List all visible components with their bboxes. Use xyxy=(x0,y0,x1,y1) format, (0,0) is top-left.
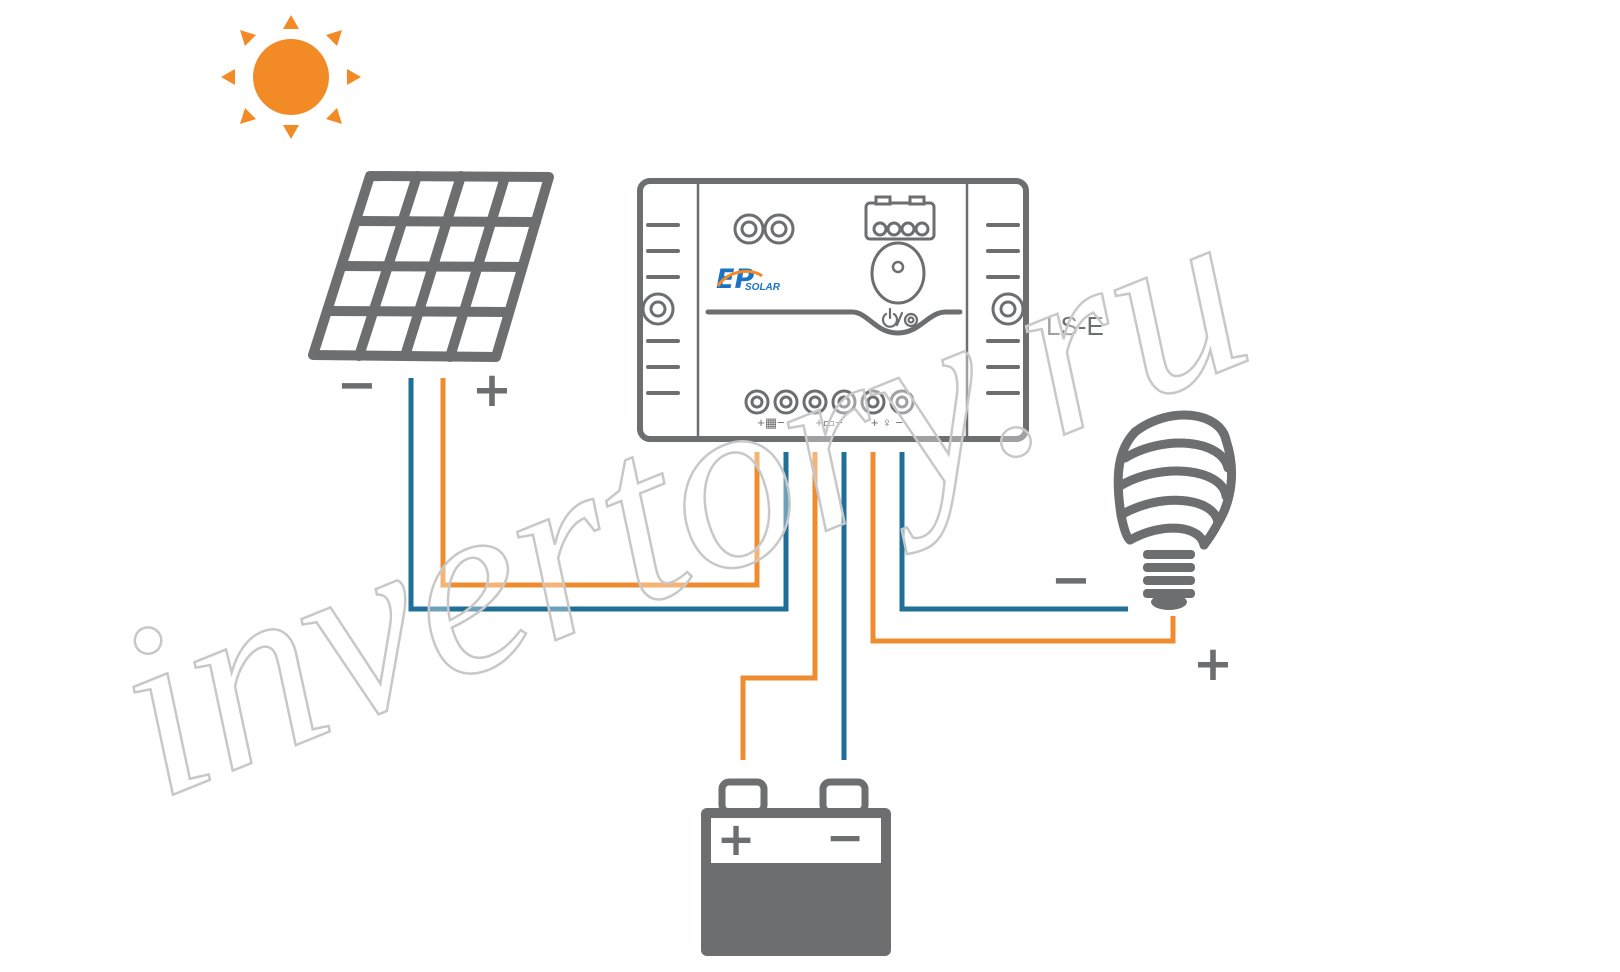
light-bulb-base xyxy=(1143,550,1195,610)
wires xyxy=(408,378,1176,760)
model-label: LS-E xyxy=(1046,311,1104,341)
sun-icon xyxy=(221,15,361,139)
wire-battery-positive xyxy=(740,452,818,760)
terminal-label-panel: +▦− xyxy=(757,415,784,430)
wire-load-positive xyxy=(870,452,1176,644)
terminal-label-battery: +▭− xyxy=(815,415,842,430)
brand-logo: EP SOLAR xyxy=(716,264,781,295)
wire-load-negative xyxy=(899,452,1128,612)
battery-minus-label: − xyxy=(826,810,865,864)
wire-panel-negative xyxy=(408,378,789,612)
battery-icon xyxy=(701,778,891,956)
charge-controller-icon: EP SOLAR +▦− +▭− + ♀ − xyxy=(637,178,1029,442)
solar-panel-icon xyxy=(308,171,554,362)
terminal-label-load: + ♀ − xyxy=(871,415,903,430)
panel-minus-label: − xyxy=(337,357,377,413)
panel-plus-label: + xyxy=(472,362,512,418)
brand-logo-sub: SOLAR xyxy=(745,282,781,293)
lamp-minus-label: − xyxy=(1051,552,1091,608)
lamp-plus-label: + xyxy=(1193,636,1233,692)
battery-plus-label: + xyxy=(717,812,756,866)
power-settings-icon xyxy=(881,307,919,328)
wire-panel-positive xyxy=(440,378,760,588)
light-bulb-icon xyxy=(1113,410,1237,550)
